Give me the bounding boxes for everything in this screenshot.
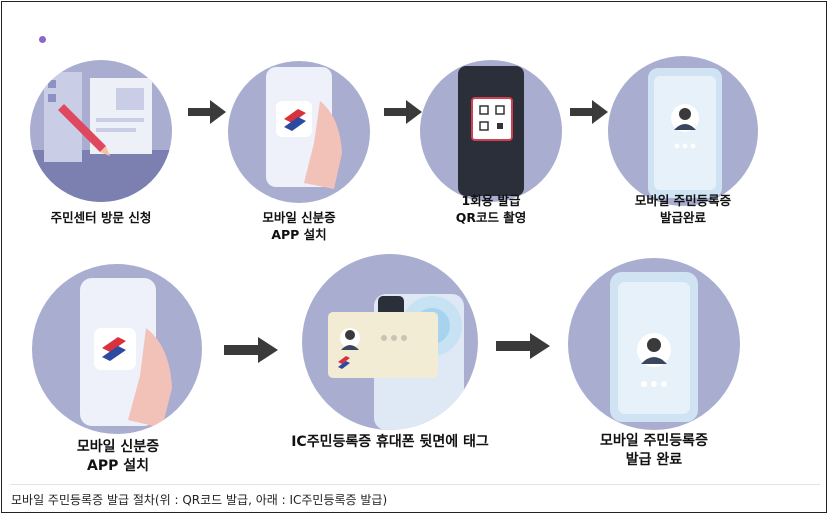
arrow-right-icon (384, 100, 422, 124)
phone-app-icon (80, 278, 172, 428)
arrow-right-icon (188, 100, 226, 124)
arrow-right-icon (496, 333, 550, 359)
arrow-right-icon (224, 337, 278, 363)
arrow-right-icon (570, 100, 608, 124)
step-label: 모바일 주민등록증 발급완료 (634, 193, 732, 225)
step-label: IC주민등록증 휴대폰 뒷면에 태그 (291, 434, 489, 450)
step-issued-illustration (568, 258, 740, 430)
step-label: 모바일 신분증 APP 설치 (76, 439, 160, 474)
step-issued-illustration (608, 56, 758, 206)
step-label: 주민센터 방문 신청 (50, 210, 152, 225)
step-visit-application-illustration (30, 60, 172, 202)
qr-code-icon (458, 66, 524, 196)
step-ic-card-tag-illustration (302, 254, 478, 430)
document-pen-icon (30, 72, 172, 202)
mobile-id-card-icon (610, 272, 698, 422)
step-label: 모바일 주민등록증 발급 완료 (600, 433, 708, 468)
step-app-install-illustration (32, 264, 202, 434)
figure-caption: 모바일 주민등록증 발급 절차(위 : QR코드 발급, 아래 : IC주민등록… (11, 493, 388, 507)
mobile-id-card-icon (648, 68, 722, 198)
step-label: 1회용 발급 QR코드 촬영 (455, 193, 527, 225)
step-app-install-illustration (228, 61, 370, 203)
step-qr-scan-illustration (420, 60, 562, 202)
step-label: 모바일 신분증 APP 설치 (262, 210, 336, 242)
bullet-dot (39, 36, 46, 43)
divider (10, 484, 820, 485)
phone-app-icon (266, 67, 342, 189)
ic-card-phone-tag-icon (328, 294, 464, 430)
